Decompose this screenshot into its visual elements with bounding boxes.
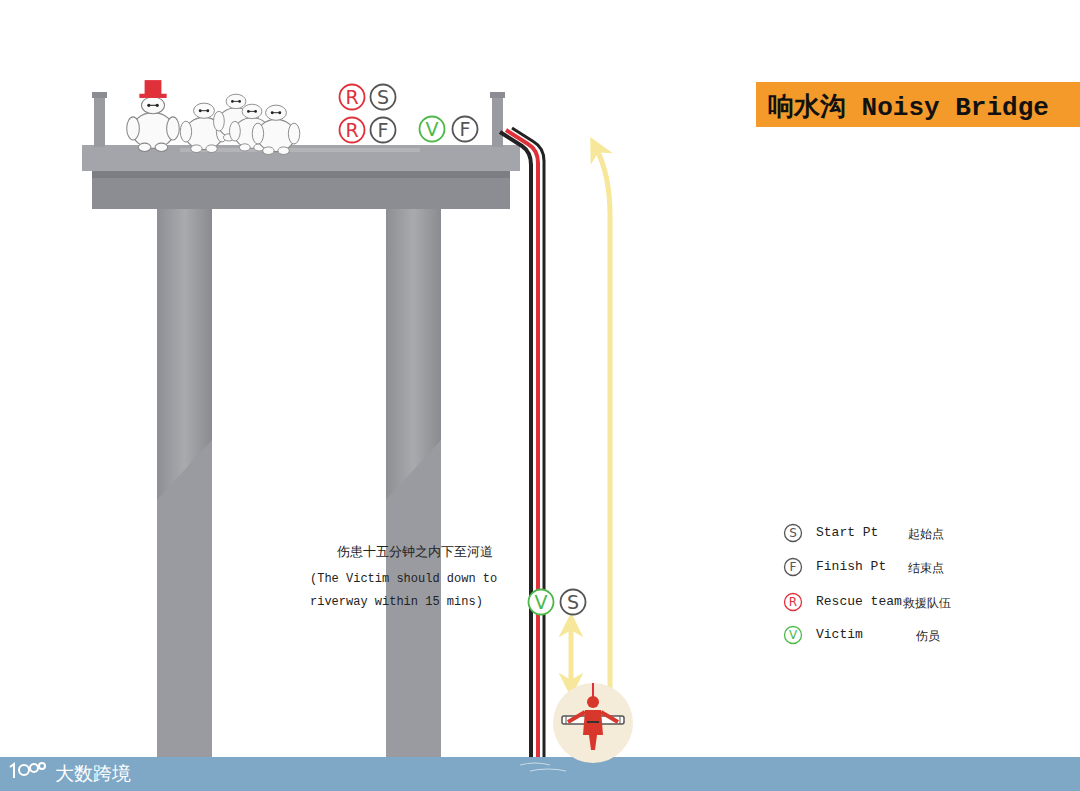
symbol-letter: R <box>338 116 366 144</box>
rope <box>500 128 544 757</box>
watermark: 大数跨境 <box>55 761 131 787</box>
symbol-circle: S <box>559 588 587 616</box>
bridge-deck <box>82 92 520 209</box>
symbol-letter: S <box>559 588 587 616</box>
legend-text: Start Pt <box>816 525 878 540</box>
symbol-letter: V <box>418 115 446 143</box>
symbol-circle: V <box>527 588 555 616</box>
symbol-circle: V <box>418 115 446 143</box>
symbol-circle: V <box>783 625 803 645</box>
symbol-letter: F <box>783 557 803 577</box>
legend-text: Finish Pt <box>816 559 886 574</box>
legend-text: Victim <box>816 627 863 642</box>
note-text: (The Victim should down to riverway with… <box>310 568 520 614</box>
legend-chinese: 救援队伍 <box>903 595 951 612</box>
bridge-pillar <box>157 205 441 760</box>
title: 响水沟 Noisy Bridge <box>768 89 1049 124</box>
symbol-circle: R <box>783 592 803 612</box>
symbol-circle: R <box>338 83 366 111</box>
legend-chinese: 结束点 <box>908 560 944 577</box>
legend-text: Rescue team <box>816 594 902 609</box>
symbol-letter: S <box>783 523 803 543</box>
symbol-circle: F <box>783 557 803 577</box>
symbol-letter: V <box>527 588 555 616</box>
legend-chinese: 起始点 <box>908 526 944 543</box>
symbol-circle: S <box>783 523 803 543</box>
watermark-logo <box>10 763 45 778</box>
victim-picture <box>553 683 633 763</box>
symbol-letter: R <box>783 592 803 612</box>
symbol-circle: F <box>369 116 397 144</box>
movement-arrow <box>571 148 610 700</box>
symbol-circle: S <box>369 83 397 111</box>
note-text: 伤患十五分钟之内下至河道 <box>337 543 493 561</box>
symbol-circle: F <box>451 115 479 143</box>
symbol-letter: F <box>369 116 397 144</box>
symbol-letter: S <box>369 83 397 111</box>
river-water <box>0 757 1080 791</box>
symbol-circle: R <box>338 116 366 144</box>
legend-chinese: 伤员 <box>916 628 940 645</box>
cartoon-figures <box>127 80 300 154</box>
symbol-letter: R <box>338 83 366 111</box>
symbol-letter: F <box>451 115 479 143</box>
symbol-letter: V <box>783 625 803 645</box>
